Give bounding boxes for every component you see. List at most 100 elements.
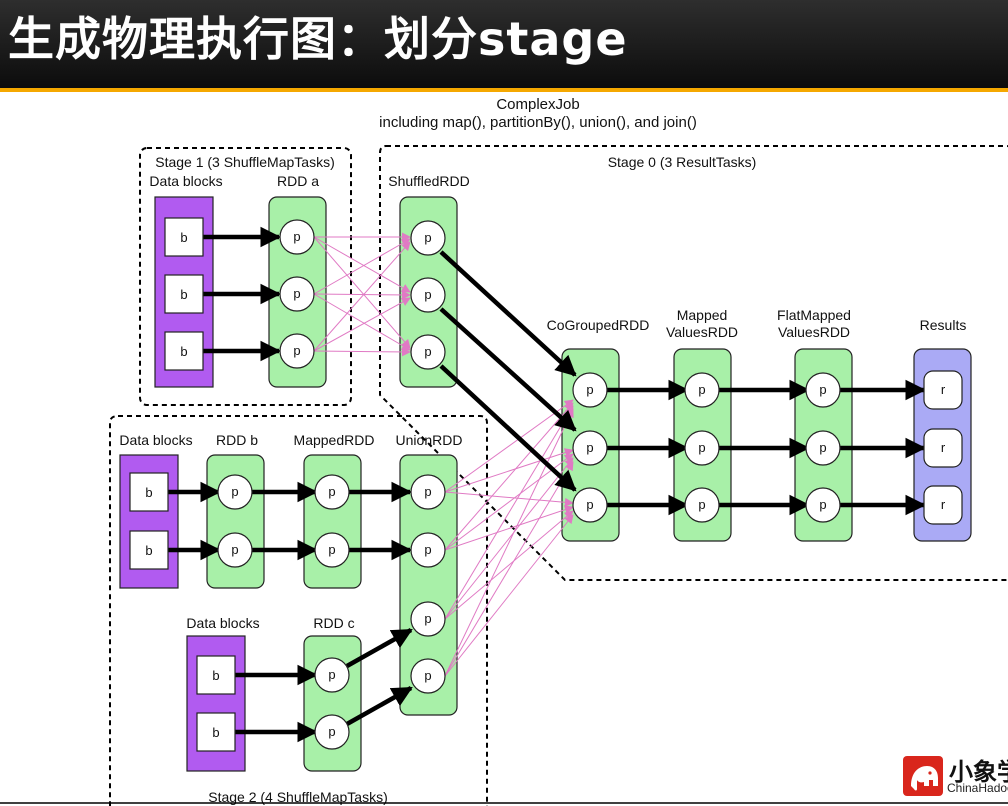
data-block: b xyxy=(164,274,204,314)
results-label: Results xyxy=(920,317,967,333)
svg-text:p: p xyxy=(819,497,826,512)
result-partition: r xyxy=(923,485,963,525)
svg-text:p: p xyxy=(424,668,431,683)
result-partition: r xyxy=(923,370,963,410)
partition: p xyxy=(684,487,720,523)
svg-text:p: p xyxy=(819,440,826,455)
partition: p xyxy=(572,487,608,523)
svg-text:p: p xyxy=(328,667,335,682)
svg-text:b: b xyxy=(180,230,187,245)
union-rdd-container xyxy=(399,454,458,716)
data-block: b xyxy=(129,530,169,570)
partition: p xyxy=(410,474,446,510)
svg-text:b: b xyxy=(180,287,187,302)
partition: p xyxy=(279,333,315,369)
mapped-rdd-label: MappedRDD xyxy=(294,432,375,448)
shuffle-deps-rdd-a xyxy=(313,232,411,357)
stage1-label: Stage 1 (3 ShuffleMapTasks) xyxy=(155,154,335,170)
data-block: b xyxy=(196,712,236,752)
svg-text:p: p xyxy=(328,484,335,499)
logo-sub-text: ChinaHadoop xyxy=(947,781,1008,795)
svg-text:p: p xyxy=(586,440,593,455)
svg-text:p: p xyxy=(819,382,826,397)
svg-text:b: b xyxy=(212,668,219,683)
partition: p xyxy=(684,430,720,466)
elephant-logo-icon xyxy=(903,756,943,796)
stage2-label: Stage 2 (4 ShuffleMapTasks) xyxy=(208,789,388,805)
shuffled-rdd-label: ShuffledRDD xyxy=(388,173,469,189)
rdd-c-container xyxy=(303,635,362,772)
union-rdd-label: UnionRDD xyxy=(396,432,463,448)
svg-text:p: p xyxy=(698,440,705,455)
svg-text:p: p xyxy=(698,497,705,512)
svg-text:p: p xyxy=(231,484,238,499)
data-block: b xyxy=(129,472,169,512)
svg-text:p: p xyxy=(698,382,705,397)
svg-text:p: p xyxy=(586,382,593,397)
rdd-b-label: RDD b xyxy=(216,432,258,448)
svg-text:b: b xyxy=(145,543,152,558)
partition: p xyxy=(314,532,350,568)
partition: p xyxy=(410,601,446,637)
svg-text:b: b xyxy=(212,725,219,740)
partition: p xyxy=(684,372,720,408)
data-blocks-label-1: Data blocks xyxy=(149,173,222,189)
stage0-label: Stage 0 (3 ResultTasks) xyxy=(608,154,757,170)
title-bar: 生成物理执行图：划分stage xyxy=(0,0,1008,88)
svg-text:r: r xyxy=(941,440,946,455)
partition: p xyxy=(410,277,446,313)
partition: p xyxy=(410,532,446,568)
svg-text:p: p xyxy=(293,229,300,244)
stage2-boundary xyxy=(109,415,488,806)
svg-text:b: b xyxy=(180,344,187,359)
data-block: b xyxy=(164,331,204,371)
partition: p xyxy=(279,219,315,255)
svg-text:p: p xyxy=(328,542,335,557)
svg-text:b: b xyxy=(145,485,152,500)
result-partition: r xyxy=(923,428,963,468)
partition: p xyxy=(410,658,446,694)
partition: p xyxy=(410,334,446,370)
logo-main-text: 小象学院 xyxy=(949,758,1008,786)
mapped-values-label-2: ValuesRDD xyxy=(666,324,738,340)
data-blocks-label-2: Data blocks xyxy=(119,432,192,448)
svg-text:p: p xyxy=(328,724,335,739)
svg-text:p: p xyxy=(424,287,431,302)
partition: p xyxy=(410,220,446,256)
svg-text:p: p xyxy=(424,230,431,245)
mapped-values-label-1: Mapped xyxy=(677,307,728,323)
partition: p xyxy=(805,372,841,408)
job-subtitle: including map(), partitionBy(), union(),… xyxy=(379,114,697,131)
svg-text:p: p xyxy=(293,286,300,301)
partition: p xyxy=(805,487,841,523)
cogrouped-rdd-label: CoGroupedRDD xyxy=(547,317,650,333)
stage0-boundary xyxy=(379,145,1008,581)
partition: p xyxy=(217,532,253,568)
data-block: b xyxy=(196,655,236,695)
job-title: ComplexJob xyxy=(496,96,579,113)
rdd-c-label: RDD c xyxy=(313,615,354,631)
flatmapped-values-label-1: FlatMapped xyxy=(777,307,851,323)
partition: p xyxy=(572,430,608,466)
title-divider xyxy=(0,88,1008,92)
rdd-a-label: RDD a xyxy=(277,173,319,189)
flatmapped-values-label-2: ValuesRDD xyxy=(778,324,850,340)
svg-text:p: p xyxy=(293,343,300,358)
partition: p xyxy=(805,430,841,466)
svg-text:p: p xyxy=(586,497,593,512)
svg-text:r: r xyxy=(941,497,946,512)
slide-title: 生成物理执行图：划分stage xyxy=(8,12,628,66)
partition: p xyxy=(572,372,608,408)
partition: p xyxy=(314,474,350,510)
svg-text:p: p xyxy=(424,344,431,359)
svg-text:p: p xyxy=(424,542,431,557)
svg-text:r: r xyxy=(941,382,946,397)
svg-text:p: p xyxy=(231,542,238,557)
data-blocks-label-3: Data blocks xyxy=(186,615,259,631)
partition: p xyxy=(314,657,350,693)
data-block: b xyxy=(164,217,204,257)
partition: p xyxy=(217,474,253,510)
svg-text:p: p xyxy=(424,611,431,626)
svg-text:p: p xyxy=(424,484,431,499)
chinahadoop-logo: 小象学院 ChinaHadoop xyxy=(903,754,1008,798)
